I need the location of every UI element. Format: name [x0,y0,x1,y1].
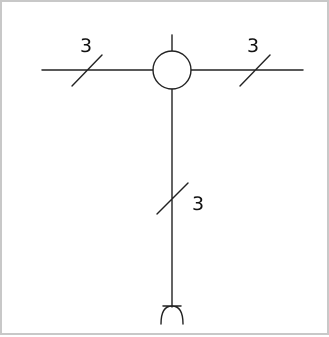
slash-mark-right [239,54,271,87]
cable-termination-icon [160,305,184,325]
conductor-count-left: 3 [80,35,92,57]
slash-mark-left [71,54,103,87]
circle-junction-icon [152,50,192,90]
conductor-count-down: 3 [192,193,204,215]
conductor-count-right: 3 [247,35,259,57]
slash-mark-down [156,182,189,215]
